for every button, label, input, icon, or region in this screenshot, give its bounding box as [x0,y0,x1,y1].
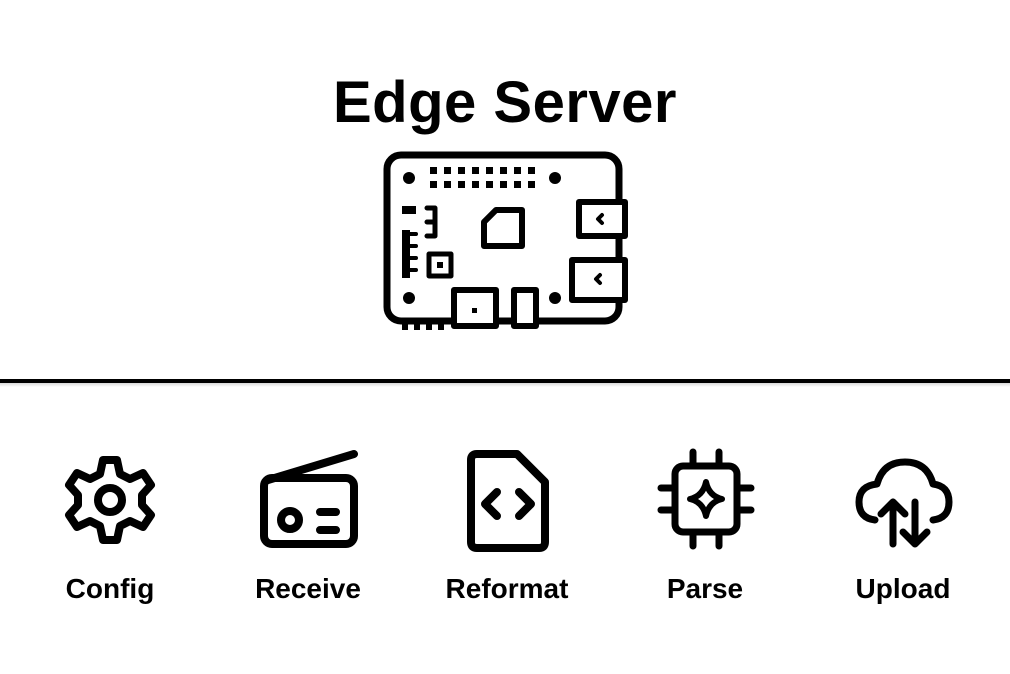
step-label: Parse [666,573,744,604]
single-board-computer-icon [383,151,628,330]
step-upload: Upload [823,446,983,616]
step-label: Receive [255,573,361,604]
step-label: Reformat [445,573,569,604]
step-reformat: Reformat [427,446,587,616]
divider-shadow [0,383,1010,387]
radio-icon [260,450,358,548]
step-config: Config [30,446,190,616]
section-divider [0,379,1010,383]
ai-chip-icon [657,448,755,550]
step-label: Upload [855,573,951,604]
code-file-icon [467,450,549,552]
step-label: Config [65,573,155,604]
page-title: Edge Server [332,70,677,135]
cloud-sync-icon [855,458,953,548]
gear-icon [65,456,155,544]
step-parse: Parse [625,446,785,616]
step-receive: Receive [228,446,388,616]
